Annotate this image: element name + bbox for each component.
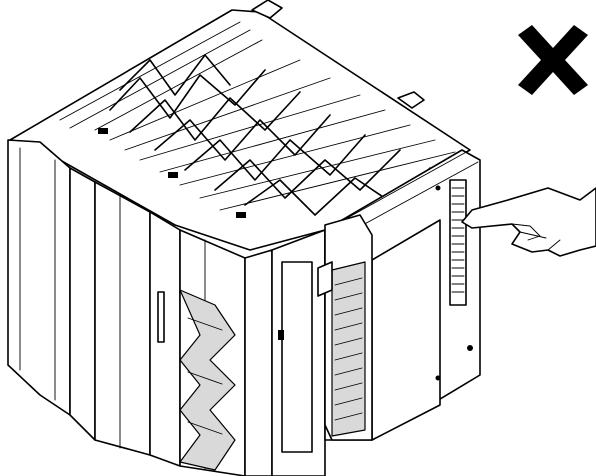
top-vent-panel [9, 0, 471, 251]
inserted-io-unit [317, 149, 481, 441]
cpu-unit [69, 167, 181, 467]
end-cover [7, 139, 71, 416]
pointing-hand-icon [461, 187, 596, 257]
io-unit-group [179, 229, 326, 476]
cross-mark-icon [518, 25, 588, 95]
